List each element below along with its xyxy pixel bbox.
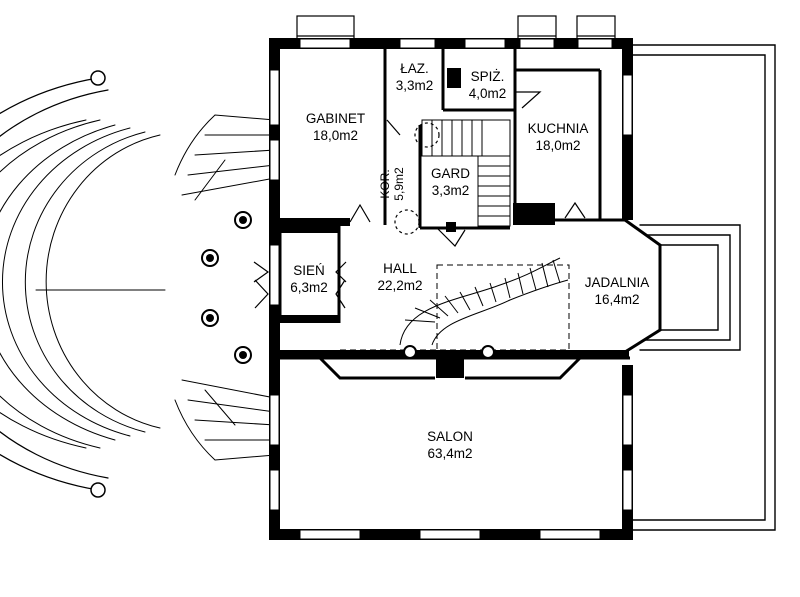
room-sien: SIEŃ 6,3m2 [280, 262, 338, 296]
doors [253, 91, 586, 309]
room-lazienka-area: 3,3m2 [395, 78, 434, 93]
room-garderoba: GARD 3,3m2 [423, 165, 478, 199]
entrance-stairs [0, 77, 276, 491]
room-garderoba-name: GARD [430, 166, 470, 181]
room-lazienka: ŁAZ. 3,3m2 [387, 60, 442, 94]
room-spizarnia-name: SPIŻ. [470, 69, 505, 84]
room-gabinet-name: GABINET [305, 111, 366, 126]
room-kuchnia: KUCHNIA 18,0m2 [517, 120, 599, 154]
room-jadalnia-name: JADALNIA [584, 275, 650, 290]
room-salon: SALON 63,4m2 [400, 428, 500, 462]
wall-windows [269, 38, 633, 540]
room-gabinet-area: 18,0m2 [312, 128, 359, 143]
room-salon-name: SALON [427, 429, 473, 444]
room-spizarnia: SPIŻ. 4,0m2 [460, 68, 515, 102]
room-korytarz-name: KOR. [378, 169, 392, 199]
room-korytarz-area: 5,9m2 [392, 167, 406, 201]
room-lazienka-name: ŁAZ. [400, 61, 429, 76]
room-korytarz: KOR. 5,9m2 [378, 160, 406, 208]
room-hall: HALL 22,2m2 [355, 260, 445, 294]
room-spizarnia-area: 4,0m2 [468, 86, 507, 101]
room-salon-area: 63,4m2 [427, 446, 473, 461]
room-gabinet: GABINET 18,0m2 [288, 110, 383, 144]
room-sien-name: SIEŃ [293, 263, 325, 278]
terrace-outline [629, 44, 776, 531]
hall-staircase [340, 257, 570, 351]
room-kuchnia-area: 18,0m2 [535, 138, 581, 153]
room-sien-area: 6,3m2 [290, 280, 328, 295]
columns [201, 211, 495, 364]
room-garderoba-area: 3,3m2 [431, 183, 470, 198]
room-hall-area: 22,2m2 [377, 278, 423, 293]
interior-walls [278, 49, 662, 380]
room-hall-name: HALL [383, 261, 417, 276]
room-jadalnia-area: 16,4m2 [594, 292, 640, 307]
room-kuchnia-name: KUCHNIA [527, 121, 589, 136]
interior-stair [421, 119, 511, 227]
room-jadalnia: JADALNIA 16,4m2 [576, 274, 658, 308]
